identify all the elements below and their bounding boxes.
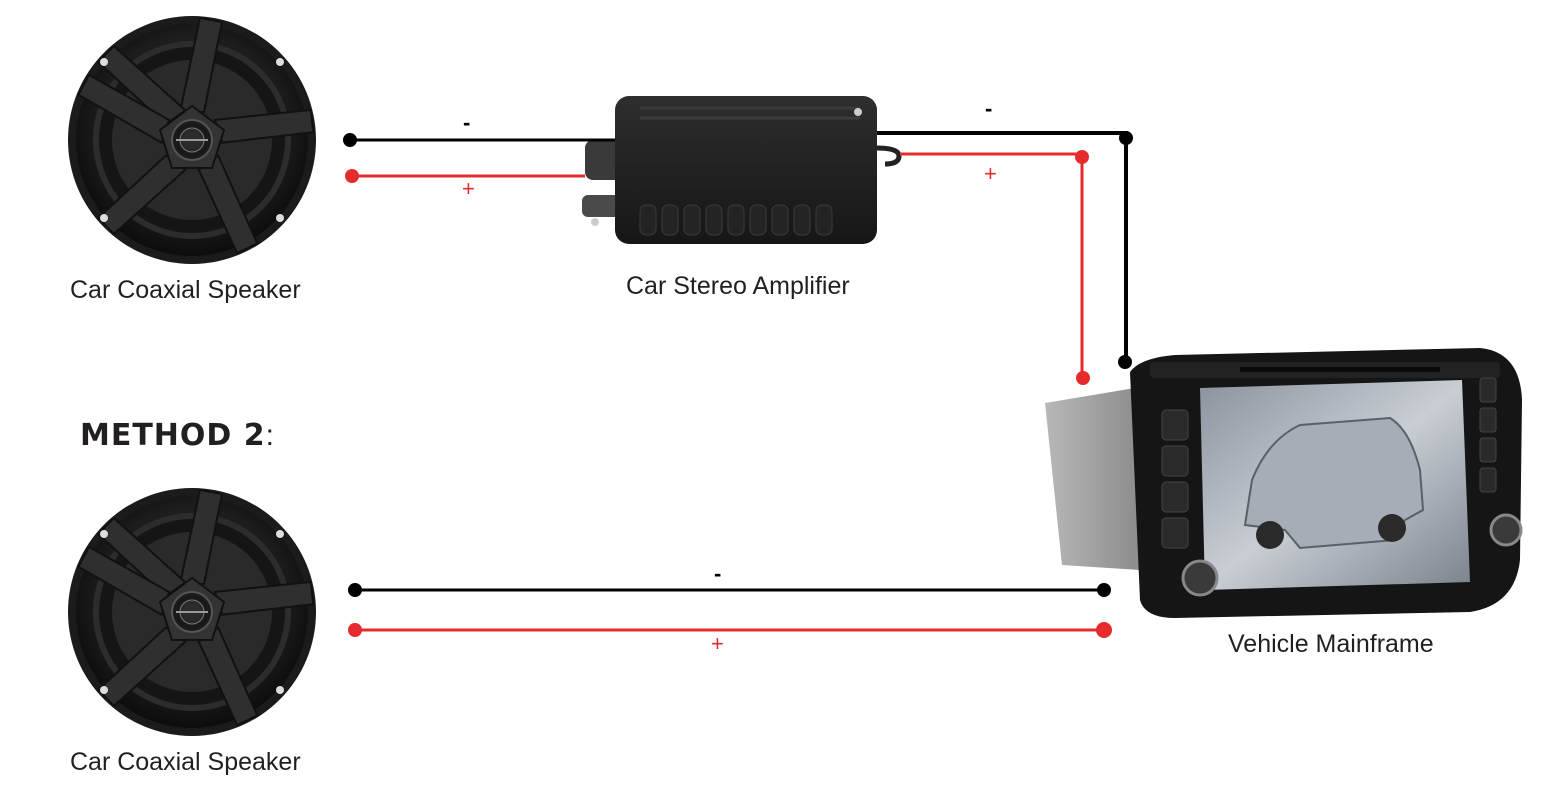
wire-amp-to-mainframe-negative (877, 131, 1133, 369)
speaker-top-label: Car Coaxial Speaker (70, 276, 301, 304)
positive-sign-label: + (984, 161, 997, 186)
speaker-bottom-label: Car Coaxial Speaker (70, 748, 301, 776)
wire-speaker-to-mainframe-negative (348, 583, 1111, 597)
vehicle-mainframe-label: Vehicle Mainframe (1228, 630, 1434, 658)
vehicle-mainframe-image (1045, 348, 1523, 618)
method-2-heading-text: METHOD 2 (80, 418, 266, 453)
speaker-bottom-image (68, 488, 317, 736)
amplifier-label: Car Stereo Amplifier (626, 272, 850, 300)
negative-sign-label: - (714, 561, 722, 586)
wire-speaker-to-amp-negative (343, 133, 615, 147)
speaker-top-image (68, 16, 317, 264)
amplifier-image (582, 96, 902, 244)
method-2-heading-colon: : (265, 419, 275, 452)
wire-amp-to-mainframe-positive (900, 150, 1090, 385)
positive-sign-label: + (462, 176, 475, 201)
positive-sign-label: + (711, 631, 724, 656)
negative-sign-label: - (463, 110, 471, 135)
wire-speaker-to-mainframe-positive (348, 622, 1112, 638)
wire-speaker-to-amp-positive (345, 169, 585, 183)
negative-sign-label: - (985, 96, 993, 121)
method-2-heading: METHOD 2: (80, 418, 275, 453)
